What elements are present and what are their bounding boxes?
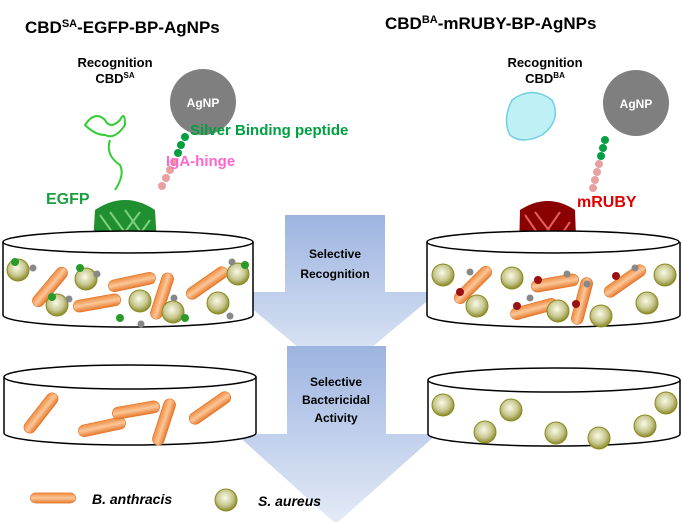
- arrow1-line1: Selective: [309, 247, 361, 261]
- right-agnp-label: AgNP: [620, 97, 653, 111]
- arrow2-line1: Selective: [310, 375, 362, 389]
- petri-dish-b-anthracis: [3, 364, 257, 447]
- legend: B. anthracis S. aureus: [29, 488, 321, 512]
- arrow2-line2: Bactericidal: [302, 393, 370, 407]
- cbd-sa-structure-icon: [83, 115, 127, 191]
- legend-s-aureus: S. aureus: [258, 493, 321, 509]
- petri-dish-mixed-left: [2, 230, 254, 328]
- right-agnp: [603, 70, 669, 136]
- silver-binding-peptide-label: Silver Binding peptide: [190, 122, 348, 139]
- left-agnp-label: AgNP: [187, 96, 220, 110]
- legend-sphere-icon: [214, 488, 238, 512]
- right-recognition-label: Recognition: [507, 55, 582, 70]
- left-recognition-label: Recognition: [77, 55, 152, 70]
- arrow2-line3: Activity: [314, 411, 358, 425]
- selective-recognition-arrow: Selective Recognition: [232, 215, 438, 378]
- arrow1-line2: Recognition: [300, 267, 369, 281]
- right-title: CBDBA-mRUBY-BP-AgNPs: [385, 14, 596, 33]
- left-peptide-chain: [158, 133, 189, 190]
- left-agnp: [170, 69, 236, 135]
- left-cbd-label: CBDSA: [95, 71, 135, 86]
- selective-bactericidal-arrow: Selective Bactericidal Activity: [236, 346, 437, 522]
- right-peptide-chain: [589, 136, 609, 192]
- legend-b-anthracis: B. anthracis: [92, 491, 172, 507]
- cbd-ba-structure-icon: [505, 91, 557, 141]
- right-cbd-label: CBDBA: [525, 71, 565, 86]
- iga-hinge-label: IgA-hinge: [166, 153, 235, 170]
- petri-dish-mixed-right: [426, 230, 681, 328]
- petri-dish-s-aureus: [427, 367, 681, 450]
- egfp-label: EGFP: [46, 191, 90, 208]
- mruby-label: mRUBY: [577, 194, 637, 211]
- left-title: CBDSA-EGFP-BP-AgNPs: [25, 18, 220, 37]
- legend-rod-icon: [29, 492, 77, 504]
